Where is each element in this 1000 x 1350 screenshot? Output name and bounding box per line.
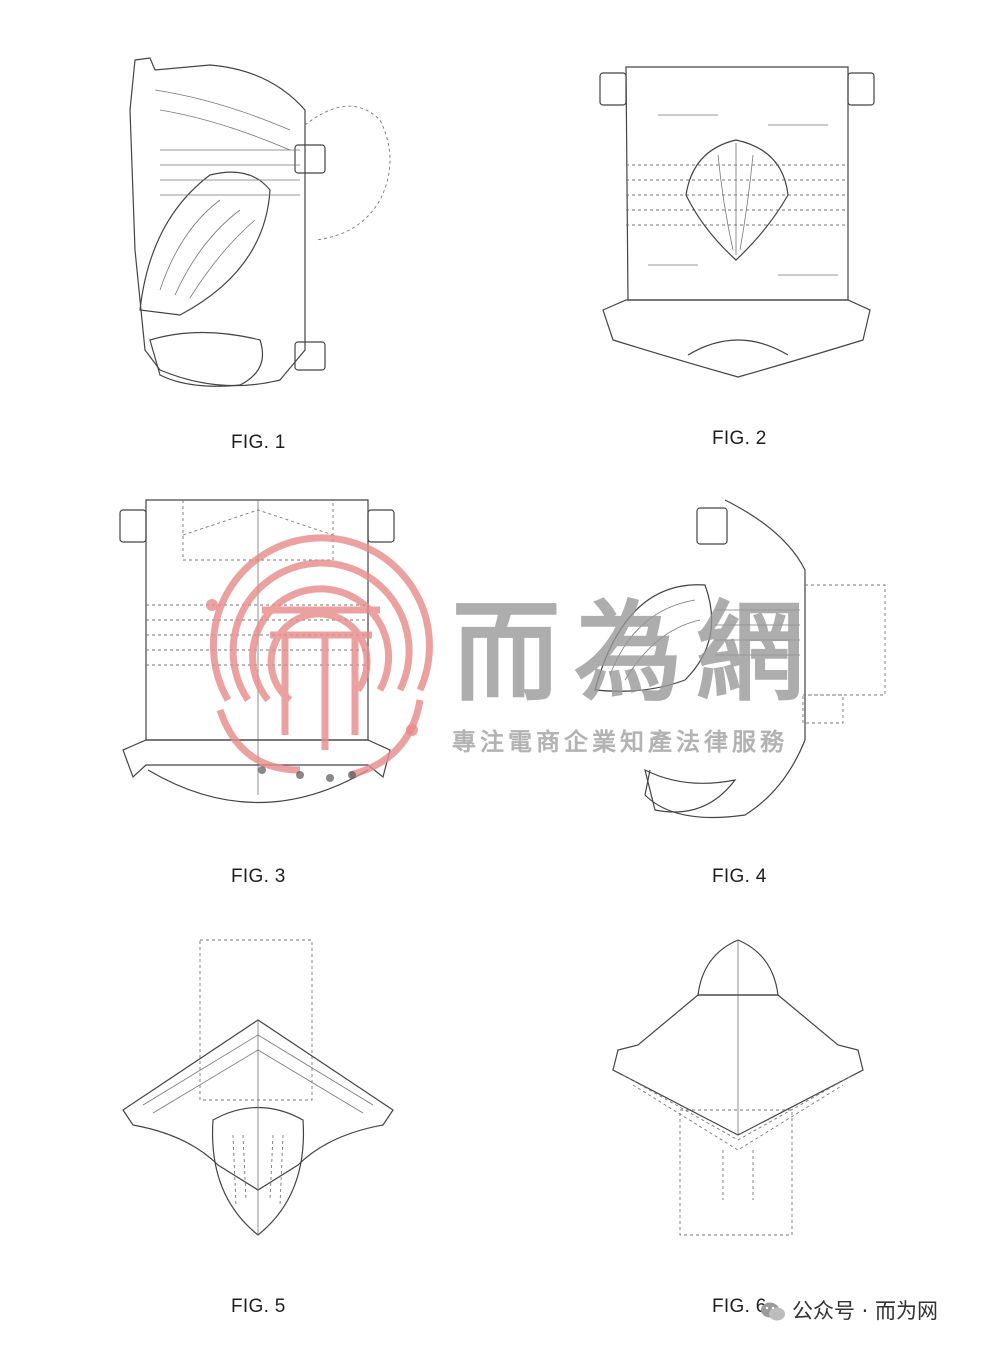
figure-5-drawing (118, 935, 398, 1260)
figure-2-svg (599, 66, 875, 378)
figure-5-svg (122, 939, 394, 1236)
figure-6-caption: FIG. 6 (712, 1296, 767, 1317)
figure-2-drawing (598, 55, 878, 385)
figure-3-svg (119, 499, 395, 804)
figure-3-drawing (118, 495, 398, 820)
figure-1-drawing (120, 50, 400, 400)
figure-2-caption: FIG. 2 (712, 428, 767, 449)
figure-5-caption: FIG. 5 (231, 1296, 286, 1317)
wechat-icon (760, 1301, 786, 1323)
figure-6-drawing (598, 935, 878, 1245)
footer-text: 公众号 · 而为网 (792, 1299, 939, 1323)
figure-6-svg (612, 939, 864, 1236)
figure-4-drawing (585, 490, 886, 830)
figure-4-svg (594, 499, 886, 819)
figure-3-caption: FIG. 3 (231, 866, 286, 887)
figure-4-caption: FIG. 4 (712, 866, 767, 887)
figure-1-svg (129, 57, 391, 387)
figure-1-caption: FIG. 1 (231, 432, 286, 453)
footer-attribution: 公众号 · 而为网 (760, 1295, 938, 1325)
